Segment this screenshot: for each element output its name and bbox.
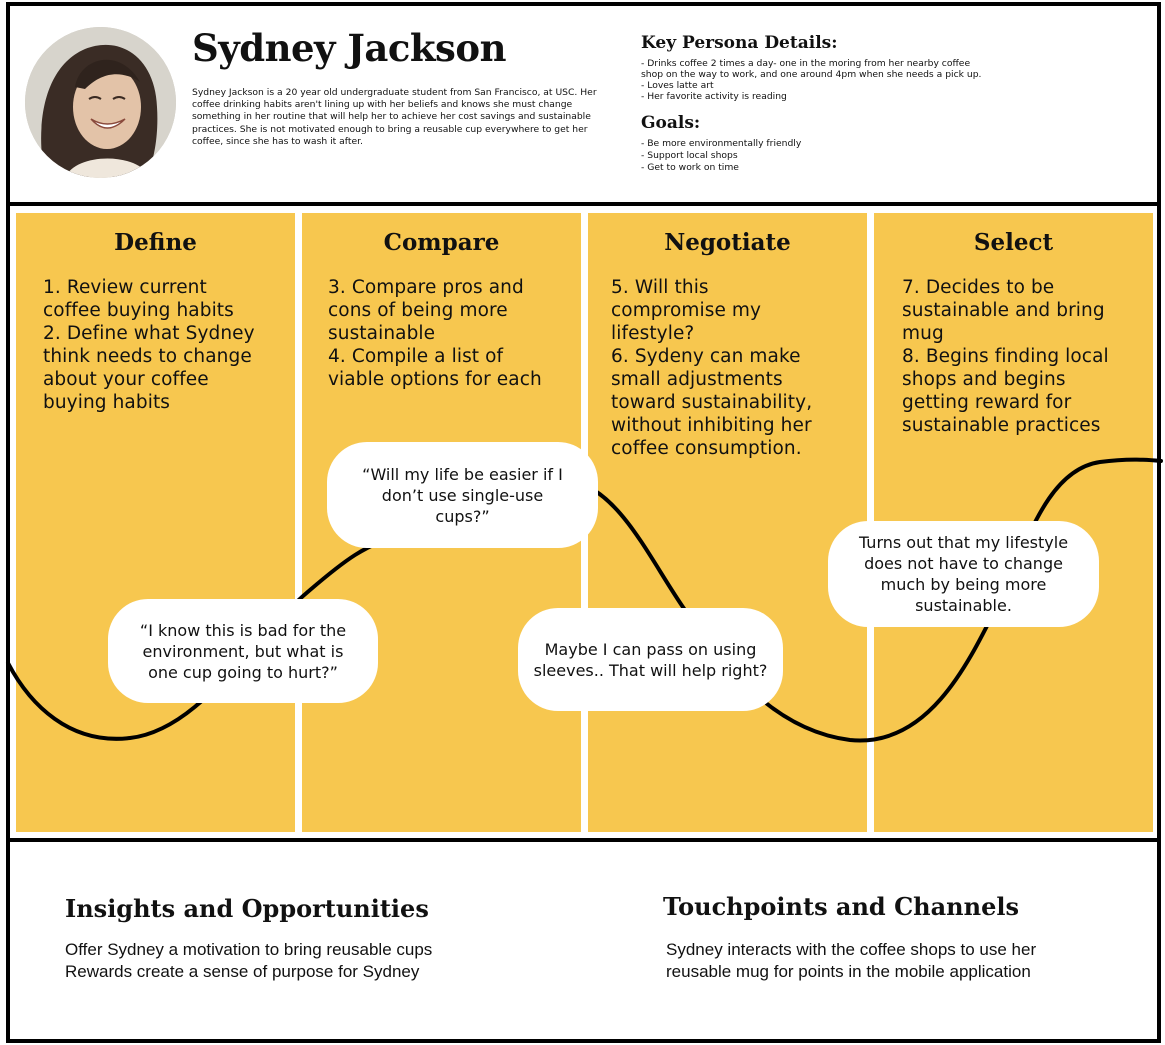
goal-item: - Get to work on time [641, 161, 739, 173]
stage-step-line: coffee consumption. [611, 438, 802, 459]
stage-step-line: 7. Decides to be [902, 277, 1055, 298]
goals-title: Goals: [641, 113, 701, 133]
stage-steps: 3. Compare pros and cons of being more s… [328, 276, 573, 391]
quote-bubble: “Will my life be easier if I don’t use s… [327, 442, 598, 548]
persona-avatar [25, 27, 176, 178]
quote-text: “Will my life be easier if I don’t use s… [362, 464, 563, 527]
insights-line: Rewards create a sense of purpose for Sy… [65, 962, 420, 981]
insights-text: Offer Sydney a motivation to bring reusa… [65, 939, 432, 983]
goals-list: - Be more environmentally friendly - Sup… [641, 138, 1041, 173]
quote-line: does not have to change [864, 554, 1063, 573]
stage-step-line: about your coffee [43, 369, 209, 390]
insights-line: Offer Sydney a motivation to bring reusa… [65, 940, 433, 959]
stage-step-line: cons of being more [328, 300, 508, 321]
quote-line: one cup going to hurt?” [148, 662, 338, 682]
stage-title: Select [973, 229, 1054, 256]
stage-step-line: 8. Begins finding local [902, 346, 1109, 367]
stage-title: Negotiate [664, 229, 791, 256]
stage-step-line: without inhibiting her [611, 415, 812, 436]
stage-step-line: sustainable [328, 323, 436, 344]
goal-item: - Be more environmentally friendly [641, 138, 802, 149]
insights-footer [6, 838, 1161, 1043]
key-detail-item: - Loves latte art [641, 80, 714, 91]
stage-step-line: sustainable practices [902, 415, 1101, 436]
stage-step-line: sustainable and bring [902, 300, 1105, 321]
stage-step-line: 3. Compare pros and [328, 277, 524, 298]
quote-bubble: “I know this is bad for the environment,… [108, 599, 378, 703]
quote-line: “Will my life be easier if I [362, 464, 563, 484]
quote-bubble: Maybe I can pass on using sleeves.. That… [518, 608, 783, 711]
quote-line: Maybe I can pass on using [544, 639, 757, 659]
persona-name: Sydney Jackson [192, 26, 506, 70]
quote-line: sleeves.. That will help right? [533, 660, 768, 680]
quote-bubble: Turns out that my lifestyle does not hav… [828, 521, 1099, 627]
stage-step-line: compromise my [611, 300, 762, 321]
stage-step-line: shops and begins [902, 369, 1066, 390]
stage-steps: 7. Decides to be sustainable and bring m… [902, 276, 1147, 437]
quote-text: Turns out that my lifestyle does not hav… [859, 532, 1068, 616]
quote-line: don’t use single-use [381, 485, 544, 505]
stage-step-line: 2. Define what Sydney [43, 323, 255, 344]
quote-line: Turns out that my lifestyle [858, 533, 1069, 552]
stage-step-line: viable options for each [328, 369, 542, 390]
stage-step-line: small adjustments [611, 369, 783, 390]
stage-step-line: buying habits [43, 392, 171, 413]
quote-line: much by being more [880, 575, 1047, 594]
touchpoints-text: Sydney interacts with the coffee shops t… [666, 939, 1036, 983]
persona-bio: Sydney Jackson is a 20 year old undergra… [192, 87, 597, 147]
stage-steps: 1. Review current coffee buying habits 2… [43, 276, 288, 414]
quote-line: environment, but what is [142, 641, 344, 661]
stage-step-line: 5. Will this [611, 277, 709, 298]
stage-step-line: toward sustainability, [611, 392, 813, 413]
quote-text: “I know this is bad for the environment,… [140, 620, 346, 683]
key-detail-item: - Her favorite activity is reading [641, 91, 787, 102]
stage-step-line: think needs to change [43, 346, 252, 367]
stage-step-line: 1. Review current [43, 277, 207, 298]
quote-line: sustainable. [915, 596, 1012, 615]
quote-line: “I know this is bad for the [139, 620, 347, 640]
touchpoints-line: Sydney interacts with the coffee shops t… [666, 940, 1037, 959]
touchpoints-title: Touchpoints and Channels [663, 892, 1019, 921]
stage-step-line: coffee buying habits [43, 300, 234, 321]
stage-step-line: getting reward for [902, 392, 1072, 413]
stage-steps: 5. Will this compromise my lifestyle? 6.… [611, 276, 856, 460]
stage-step-line: mug [902, 323, 944, 344]
quote-line: cups?” [435, 506, 490, 526]
stage-title: Compare [383, 229, 500, 256]
key-detail-item: shop on the way to work, and one around … [641, 69, 982, 80]
stage-step-line: 4. Compile a list of [328, 346, 504, 367]
stage-step-line: lifestyle? [611, 323, 695, 344]
stage-step-line: 6. Sydeny can make [611, 346, 801, 367]
key-details-title: Key Persona Details: [641, 33, 838, 53]
key-detail-item: - Drinks coffee 2 times a day- one in th… [641, 58, 971, 69]
quote-text: Maybe I can pass on using sleeves.. That… [534, 639, 768, 681]
touchpoints-line: reusable mug for points in the mobile ap… [666, 962, 1031, 981]
stage-negotiate: Negotiate 5. Will this compromise my lif… [588, 213, 867, 832]
goal-item: - Support local shops [641, 149, 738, 161]
key-details-list: - Drinks coffee 2 times a day- one in th… [641, 58, 1041, 102]
stage-title: Define [114, 229, 197, 256]
persona-header [6, 2, 1161, 208]
stage-define: Define 1. Review current coffee buying h… [16, 213, 295, 832]
insights-title: Insights and Opportunities [65, 894, 429, 923]
